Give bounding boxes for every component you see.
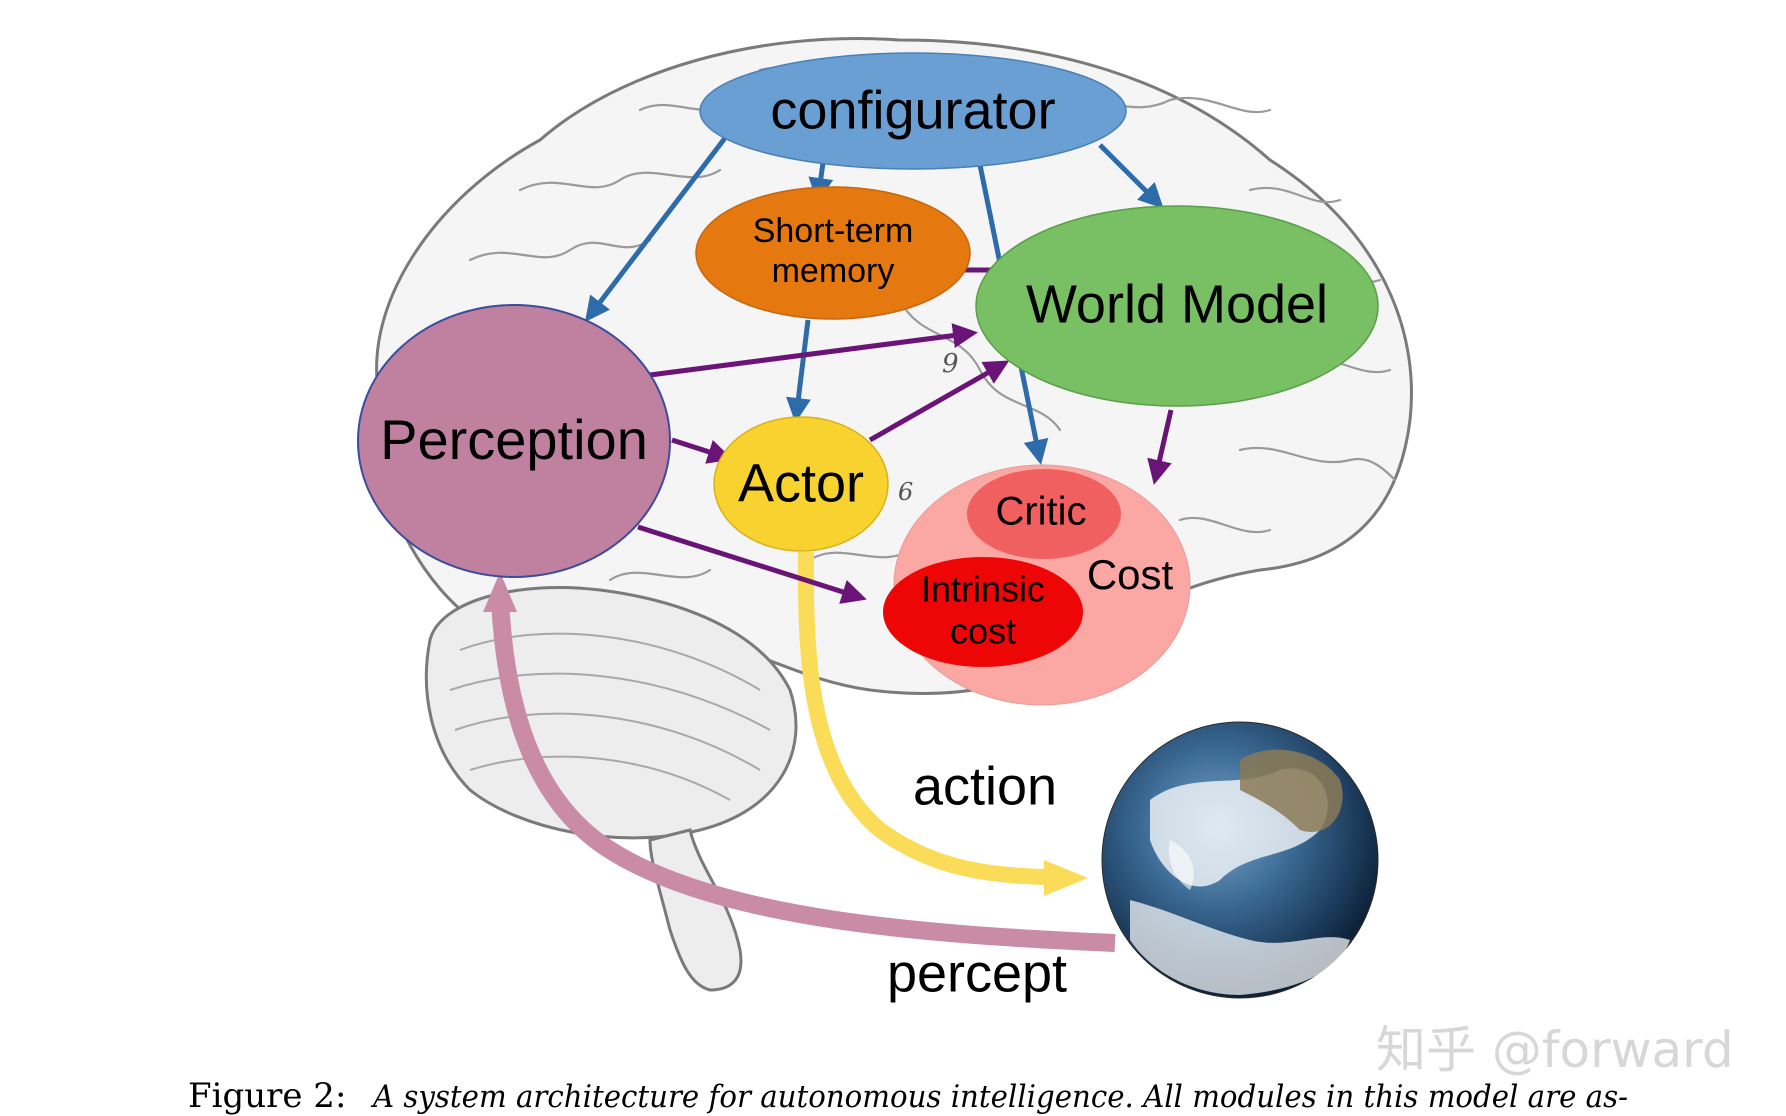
- watermark-text: 知乎 @forward: [1376, 1021, 1734, 1079]
- edge-world-model-to-cost: [1147, 409, 1174, 485]
- configurator-ellipse: [699, 52, 1127, 170]
- action-label: action: [913, 756, 1057, 816]
- earth-globe: [1101, 721, 1379, 999]
- edge-configurator-to-perception: [584, 136, 727, 322]
- cost-label: Cost: [1087, 551, 1174, 598]
- short-term-memory-label-line2: memory: [772, 252, 895, 290]
- critic-label: Critic: [995, 490, 1086, 534]
- brain-annotation-9: 9: [942, 349, 959, 379]
- brain-annotation-6: 6: [898, 478, 913, 506]
- edge-perception-to-cost: [637, 524, 867, 604]
- caption-figure-label: Figure 2:: [188, 1076, 346, 1116]
- edge-memory-to-actor: [786, 319, 811, 423]
- actor-node: Actor: [713, 416, 889, 552]
- perception-circle: [357, 304, 671, 578]
- short-term-memory-node: Short-term memory: [695, 186, 971, 320]
- world-model-ellipse: [975, 205, 1379, 407]
- short-term-memory-ellipse: [695, 186, 971, 320]
- configurator-label: configurator: [770, 80, 1055, 140]
- figure-caption: Figure 2: A system architecture for auto…: [188, 1076, 1628, 1116]
- percept-flow-arrow: [483, 572, 1116, 952]
- configurator-node: configurator: [699, 52, 1127, 170]
- perception-node: Perception: [357, 304, 671, 578]
- intrinsic-cost-label-line2: cost: [950, 611, 1016, 652]
- edge-perception-to-world-model: [649, 323, 978, 378]
- edge-configurator-to-world-model: [1098, 143, 1164, 209]
- short-term-memory-label-line1: Short-term: [753, 212, 914, 250]
- percept-label: percept: [887, 943, 1067, 1003]
- brainstem: [648, 828, 743, 992]
- cerebellum-folia: [449, 632, 771, 801]
- world-model-node: World Model: [975, 205, 1379, 407]
- critic-ellipse: [967, 469, 1121, 559]
- intrinsic-cost-ellipse: [883, 557, 1083, 667]
- intrinsic-cost-label-line1: Intrinsic: [921, 569, 1045, 610]
- actor-label: Actor: [738, 453, 864, 513]
- edge-perception-to-actor: [671, 437, 733, 464]
- action-flow-arrow: [797, 551, 1088, 896]
- caption-text: A system architecture for autonomous int…: [370, 1079, 1628, 1115]
- perception-label: Perception: [380, 408, 648, 471]
- cost-node: Cost Critic Intrinsic cost: [883, 464, 1191, 706]
- cerebellum: [424, 586, 798, 840]
- edge-actor-to-world-model: [868, 360, 1010, 443]
- actor-ellipse: [713, 416, 889, 552]
- world-model-label: World Model: [1026, 274, 1328, 334]
